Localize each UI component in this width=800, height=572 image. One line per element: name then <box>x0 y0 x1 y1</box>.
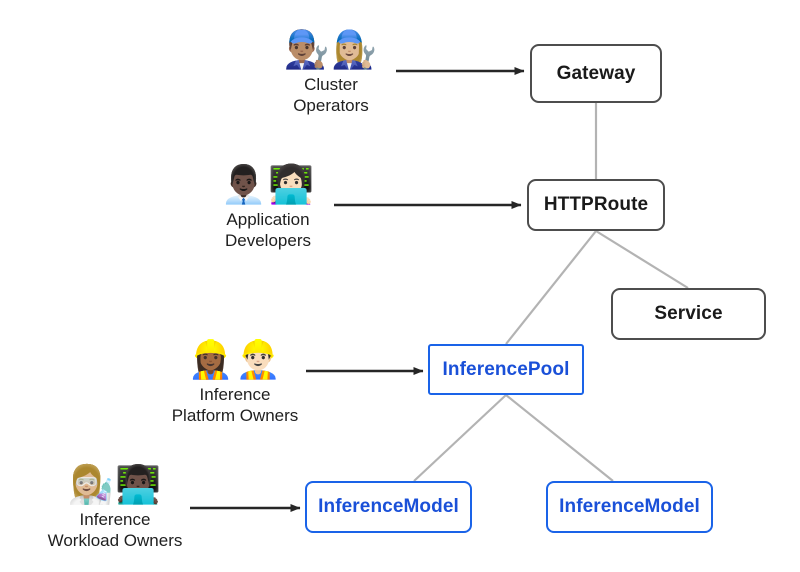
node-inferencepool-label: InferencePool <box>442 358 570 380</box>
actor-arrows <box>190 67 525 512</box>
man-mechanic-icon: 👨🏽‍🔧👩🏼‍🔧 <box>283 28 379 71</box>
actor-inference-workload-owners: 👩🏼‍🔬👨🏿‍💻Inference Workload Owners <box>15 463 215 551</box>
edge-httproute-inferencepool <box>505 230 597 345</box>
node-service-label: Service <box>654 303 723 324</box>
node-inferencemodel2-label: InferenceModel <box>559 496 700 517</box>
actor-application-developers-label: Application Developers <box>225 210 311 250</box>
actor-application-developers: 👨🏿‍💼👩🏻‍💻Application Developers <box>168 163 368 251</box>
actor-cluster-operators-label: Cluster Operators <box>293 75 369 115</box>
actor-inference-platform-owners: 👷🏾‍♀️👷🏻‍♂️Inference Platform Owners <box>135 338 335 426</box>
node-inferencepool[interactable]: InferencePool <box>428 344 584 395</box>
node-gateway-label: Gateway <box>556 62 636 84</box>
node-inferencemodel1[interactable]: InferenceModel <box>305 481 472 533</box>
node-inferencemodel1-label: InferenceModel <box>318 496 459 517</box>
node-inferencemodel2[interactable]: InferenceModel <box>546 481 713 533</box>
node-gateway[interactable]: Gateway <box>530 44 662 103</box>
actor-cluster-operators: 👨🏽‍🔧👩🏼‍🔧Cluster Operators <box>231 28 431 116</box>
actor-inference-workload-owners-label: Inference Workload Owners <box>47 510 183 550</box>
actor-inference-platform-owners-label: Inference Platform Owners <box>171 385 299 425</box>
node-httproute-label: HTTPRoute <box>543 194 649 215</box>
edge-inferencepool-model2 <box>505 394 614 482</box>
node-service[interactable]: Service <box>611 288 766 340</box>
node-httproute[interactable]: HTTPRoute <box>527 179 665 231</box>
woman-construction-worker-icon: 👷🏾‍♀️👷🏻‍♂️ <box>187 338 283 381</box>
edge-httproute-service <box>595 230 689 289</box>
woman-scientist-icon: 👩🏼‍🔬👨🏿‍💻 <box>67 463 163 506</box>
edge-inferencepool-model1 <box>413 394 507 482</box>
man-office-worker-icon: 👨🏿‍💼👩🏻‍💻 <box>220 163 316 206</box>
